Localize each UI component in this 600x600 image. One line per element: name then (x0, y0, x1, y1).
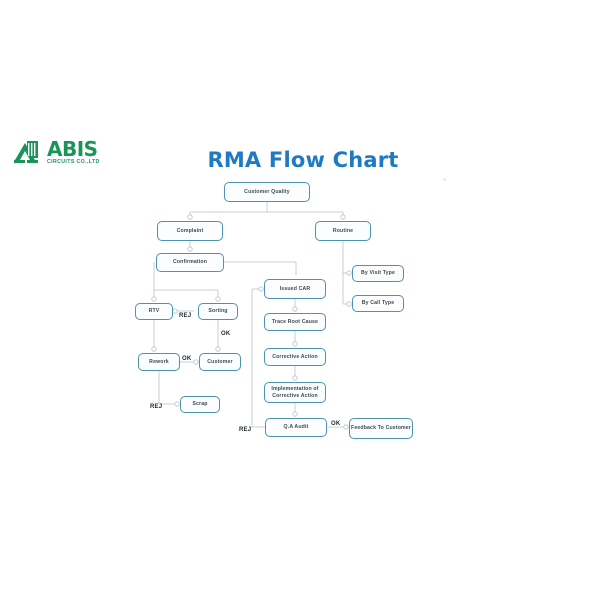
page-title-text: RMA Flow Chart (207, 148, 399, 172)
node-sorting[interactable]: Sorting (198, 303, 238, 320)
edge-label-ok-sorting-customer: OK (221, 331, 231, 337)
node-routine[interactable]: Routine (315, 221, 371, 241)
node-feedback-to-customer[interactable]: Feedback To Customer (349, 418, 413, 439)
company-logo: ABIS CIRCUITS CO.,LTD (14, 138, 110, 172)
node-customer-quality[interactable]: Customer Quality (224, 182, 310, 202)
edge-label-ok-customer-rework: OK (182, 356, 192, 362)
logo-wordmark: ABIS (47, 137, 98, 161)
edge-label-rej-qa-audit: REJ (239, 427, 252, 433)
node-implementation-of-corrective-action[interactable]: Implementation of Corrective Action (264, 382, 326, 403)
node-by-visit-type[interactable]: By Visit Type (352, 265, 404, 282)
edge-label-rej-rtv-sorting: REJ (179, 313, 192, 319)
node-by-call-type[interactable]: By Call Type (352, 295, 404, 312)
page-title: RMA Flow Chart (0, 148, 600, 172)
node-complaint[interactable]: Complaint (157, 221, 223, 241)
node-corrective-action[interactable]: Corrective Action (264, 348, 326, 366)
node-rework[interactable]: Rework (138, 353, 180, 371)
node-rtv[interactable]: RTV (135, 303, 173, 320)
edge-label-rej-scrap: REJ (150, 404, 163, 410)
node-issued-car[interactable]: Issued CAR (264, 279, 326, 299)
node-trace-root-cause[interactable]: Trace Root Cause (264, 313, 326, 331)
logo-subtitle: CIRCUITS CO.,LTD (47, 159, 100, 165)
edge-label-ok-feedback: OK (331, 421, 341, 427)
node-confirmation[interactable]: Confirmation (156, 253, 224, 272)
node-qa-audit[interactable]: Q.A Audit (265, 418, 327, 437)
image-artifact (443, 178, 446, 181)
node-customer[interactable]: Customer (199, 353, 241, 371)
abis-mark-icon (14, 141, 38, 163)
node-scrap[interactable]: Scrap (180, 396, 220, 413)
